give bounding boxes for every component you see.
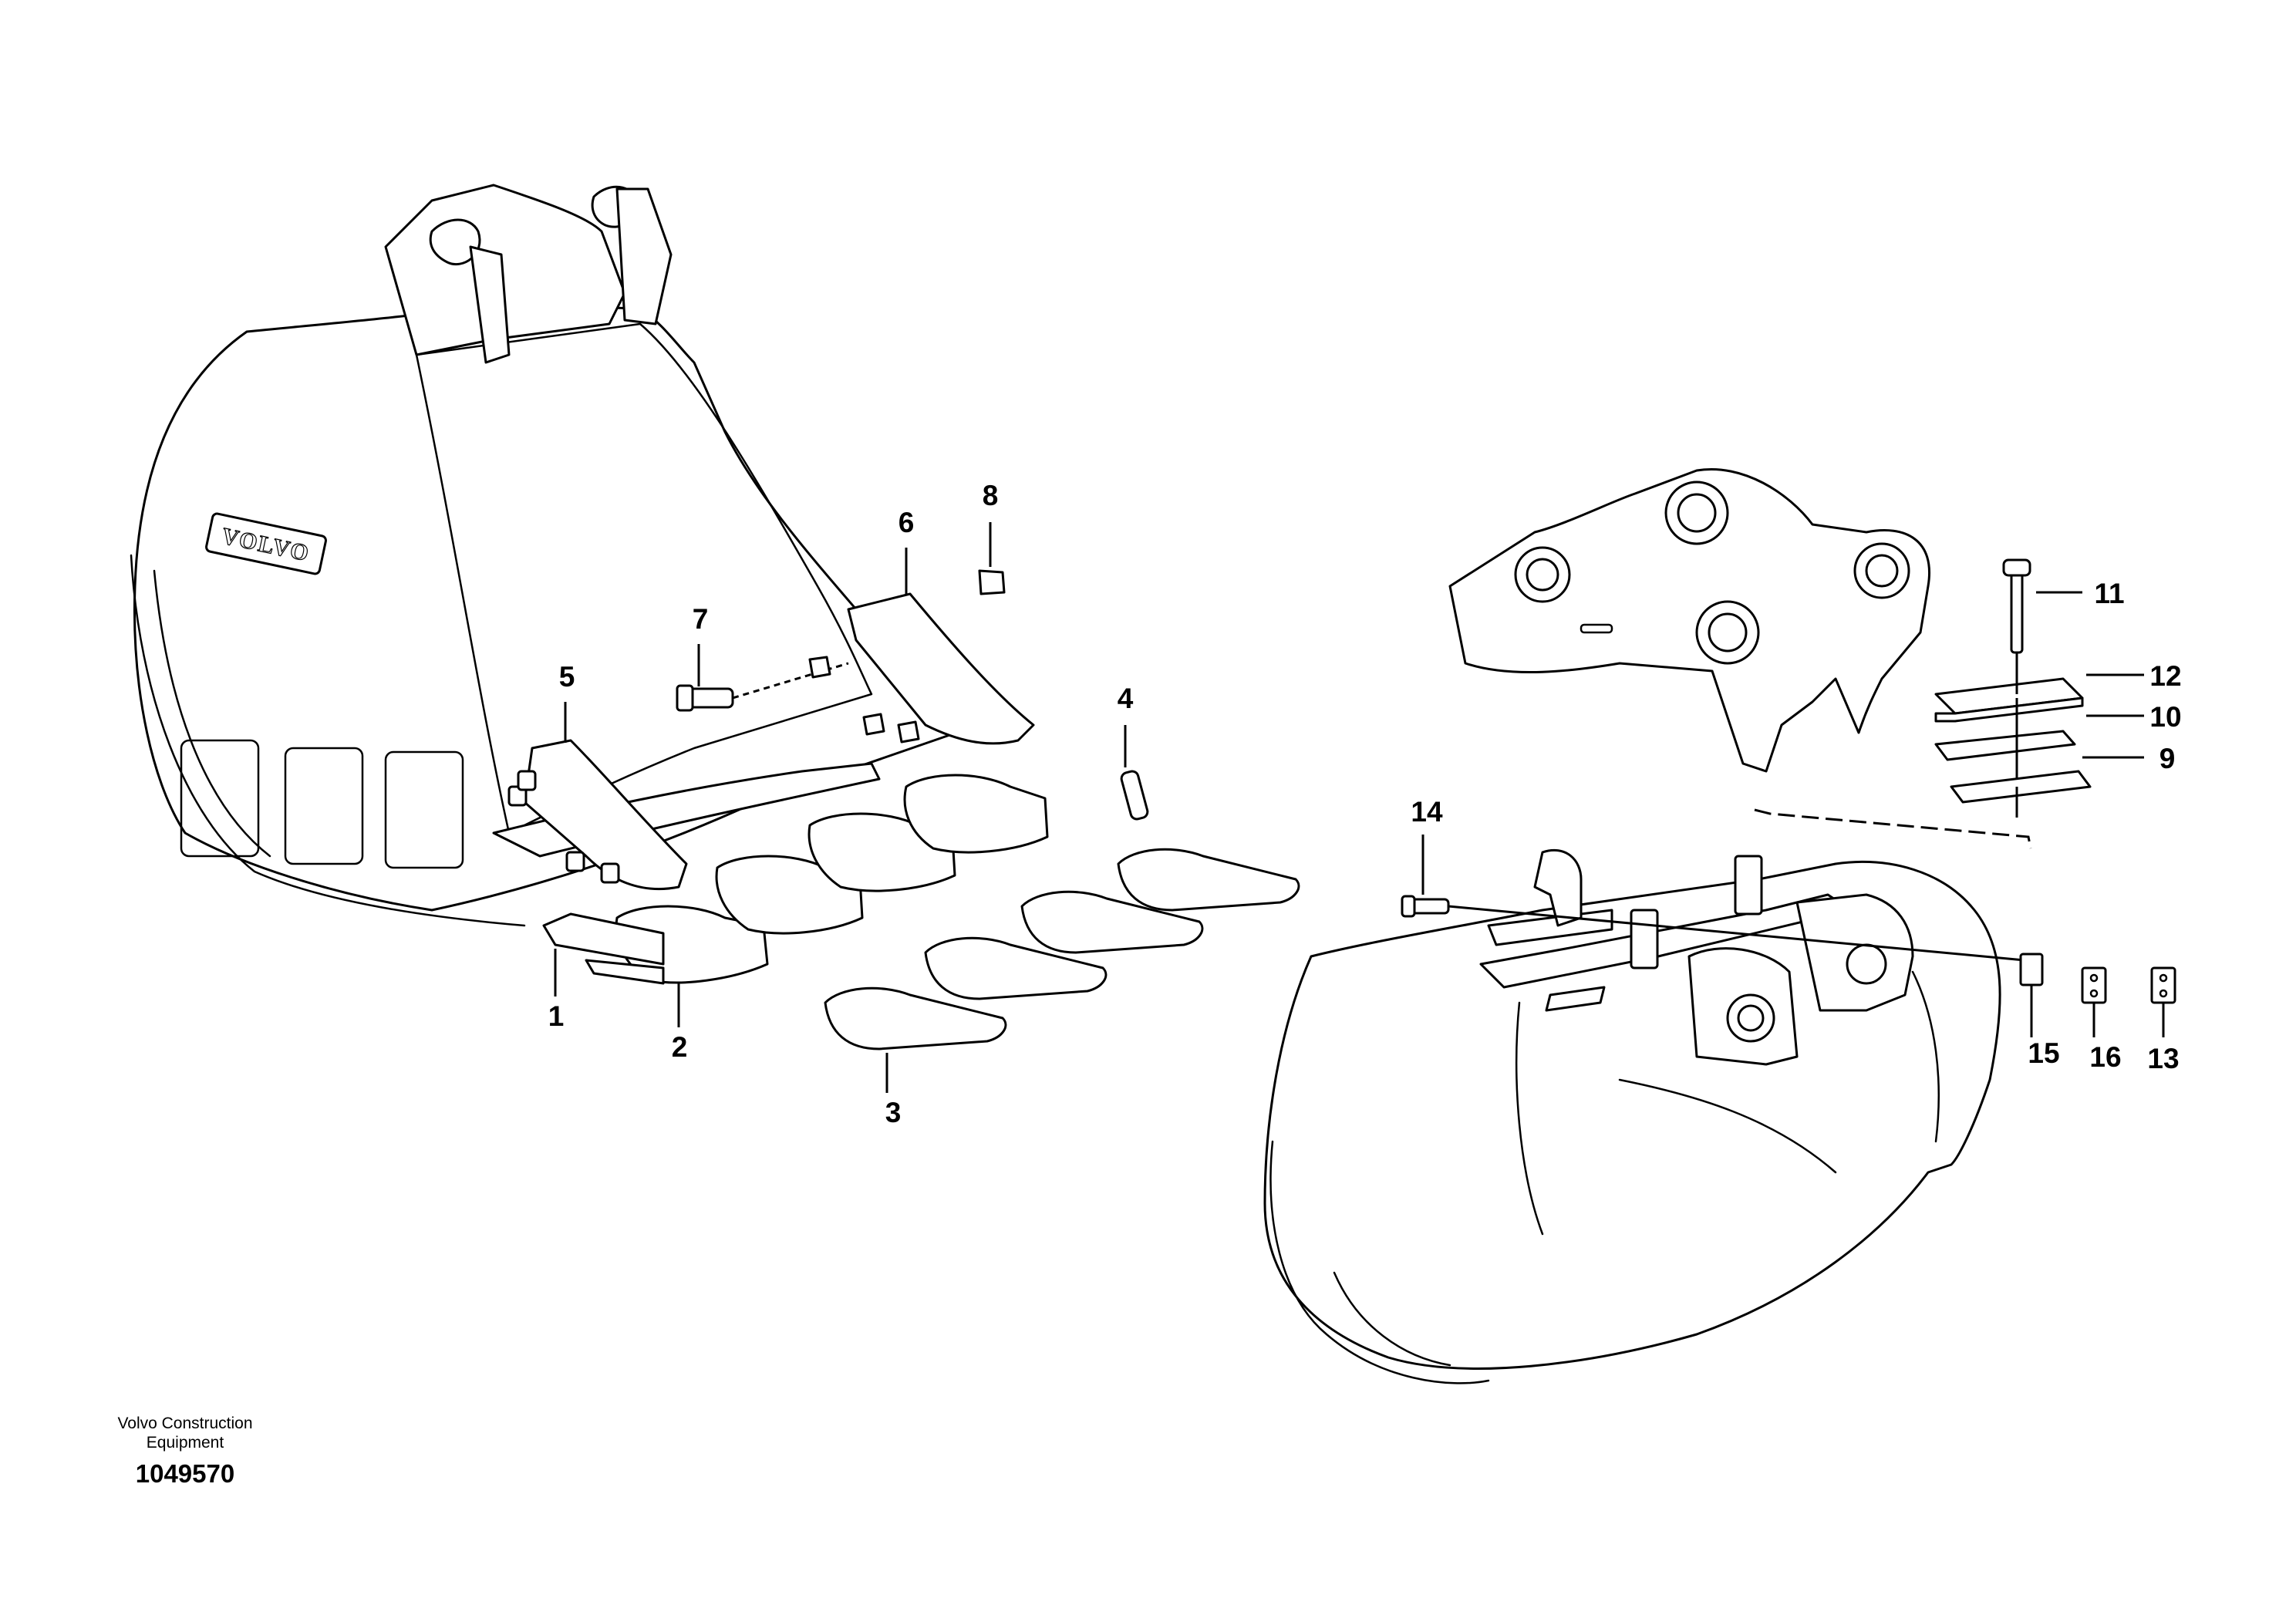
company-line1: Volvo Construction [117, 1415, 252, 1432]
company-line2: Equipment [147, 1434, 224, 1452]
side-cutter-right [847, 592, 1035, 745]
lip-shroud [542, 912, 665, 985]
bolts-and-nuts [676, 569, 1006, 744]
callout-13: 13 [2147, 1043, 2179, 1074]
callout-1: 1 [548, 1000, 565, 1032]
bucket-right [1263, 848, 2001, 1384]
callout-9: 9 [2159, 743, 2176, 774]
callout-7: 7 [693, 603, 709, 635]
tooth-pin [1120, 770, 1149, 821]
shim-stack [1934, 558, 2092, 818]
callout-3: 3 [885, 1097, 902, 1128]
callout-6: 6 [899, 507, 915, 538]
side-cutter [507, 739, 688, 891]
callout-8: 8 [983, 480, 999, 511]
connection-dash [1754, 808, 2032, 849]
bucket-teeth [824, 848, 1300, 1050]
bucket-left: VOLVO [130, 184, 958, 927]
tooth-adapters [615, 774, 1049, 984]
drawing-number: 1049570 [136, 1459, 234, 1488]
callout-11: 11 [2094, 578, 2124, 609]
callout-14: 14 [1411, 796, 1443, 828]
footer: Volvo Construction Equipment 1049570 [117, 1415, 252, 1488]
callout-15: 15 [2028, 1037, 2059, 1069]
quick-coupler [1448, 468, 1930, 773]
callout-10: 10 [2149, 701, 2181, 733]
callout-4: 4 [1118, 683, 1134, 714]
callout-12: 12 [2149, 660, 2181, 692]
callout-leaders [554, 522, 2165, 1093]
callout-labels: 1 2 3 4 5 6 7 8 9 10 11 12 13 14 15 16 [548, 480, 2182, 1128]
callout-16: 16 [2089, 1041, 2121, 1073]
callout-5: 5 [559, 661, 575, 693]
callout-2: 2 [672, 1031, 688, 1063]
